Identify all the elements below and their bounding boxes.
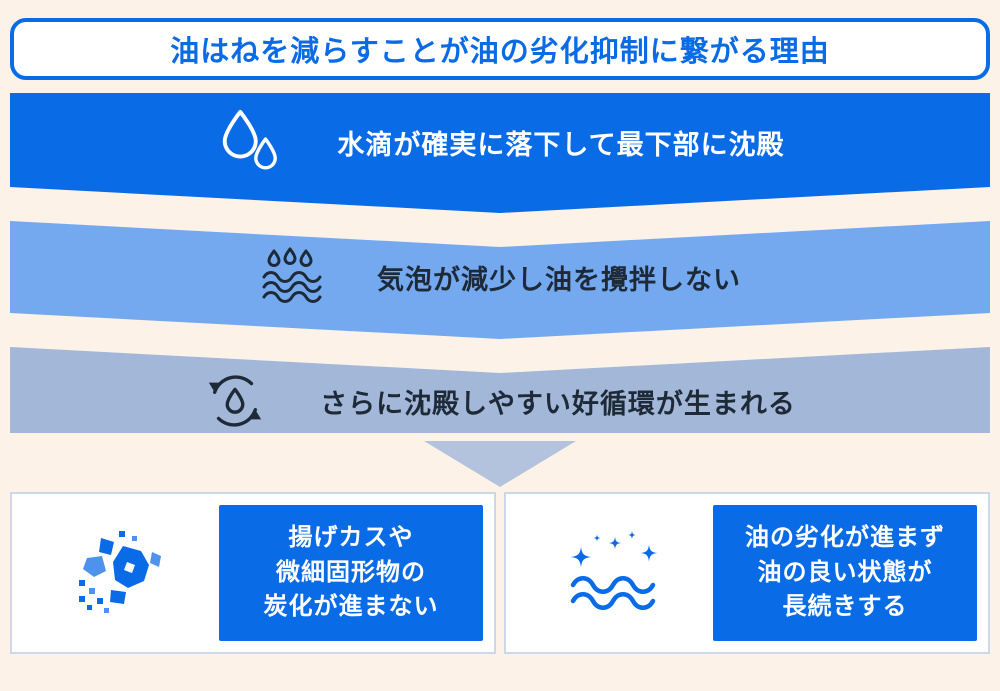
result-line: 炭化が進まない: [263, 593, 439, 621]
circulation-drop-icon: [204, 370, 266, 432]
page-title: 油はねを減らすことが油の劣化抑制に繋がる理由: [170, 36, 830, 68]
result-text-box-left: 揚げカスや 微細固形物の 炭化が進まない: [219, 505, 483, 641]
result-line: 油の良い状態が: [757, 558, 933, 586]
step-band-2: 気泡が減少し油を攪拌しない: [10, 221, 990, 339]
fry-debris-icon: [23, 528, 219, 618]
title-banner: 油はねを減らすことが油の劣化抑制に繋がる理由: [10, 18, 990, 80]
down-arrow: [424, 441, 576, 487]
step-label-1: 水滴が確実に落下して最下部に沈殿: [337, 129, 785, 160]
infographic: 油はねを減らすことが油の劣化抑制に繋がる理由 水滴が確実に落下して最下部に沈殿 …: [10, 18, 990, 654]
result-line: 長続きする: [782, 593, 908, 621]
step-band-3: さらに沈殿しやすい好循環が生まれる: [10, 347, 990, 433]
result-text-box-right: 油の劣化が進まず 油の良い状態が 長続きする: [713, 505, 977, 641]
result-line: 揚げカスや: [288, 523, 414, 551]
step-label-2: 気泡が減少し油を攪拌しない: [377, 264, 741, 295]
step-band-1: 水滴が確実に落下して最下部に沈殿: [10, 93, 990, 213]
result-card-right: 油の劣化が進まず 油の良い状態が 長続きする: [504, 492, 990, 654]
result-line: 油の劣化が進まず: [745, 523, 945, 551]
step-label-3: さらに沈殿しやすい好循環が生まれる: [320, 388, 796, 419]
result-card-left: 揚げカスや 微細固形物の 炭化が進まない: [10, 492, 496, 654]
clean-oil-sparkle-icon: [517, 531, 713, 615]
results-row: 揚げカスや 微細固形物の 炭化が進まない 油の劣化が進まず 油の良い: [10, 492, 990, 654]
result-line: 微細固形物の: [276, 558, 426, 586]
water-drops-icon: [215, 108, 283, 176]
bubbles-waves-icon: [259, 247, 323, 307]
